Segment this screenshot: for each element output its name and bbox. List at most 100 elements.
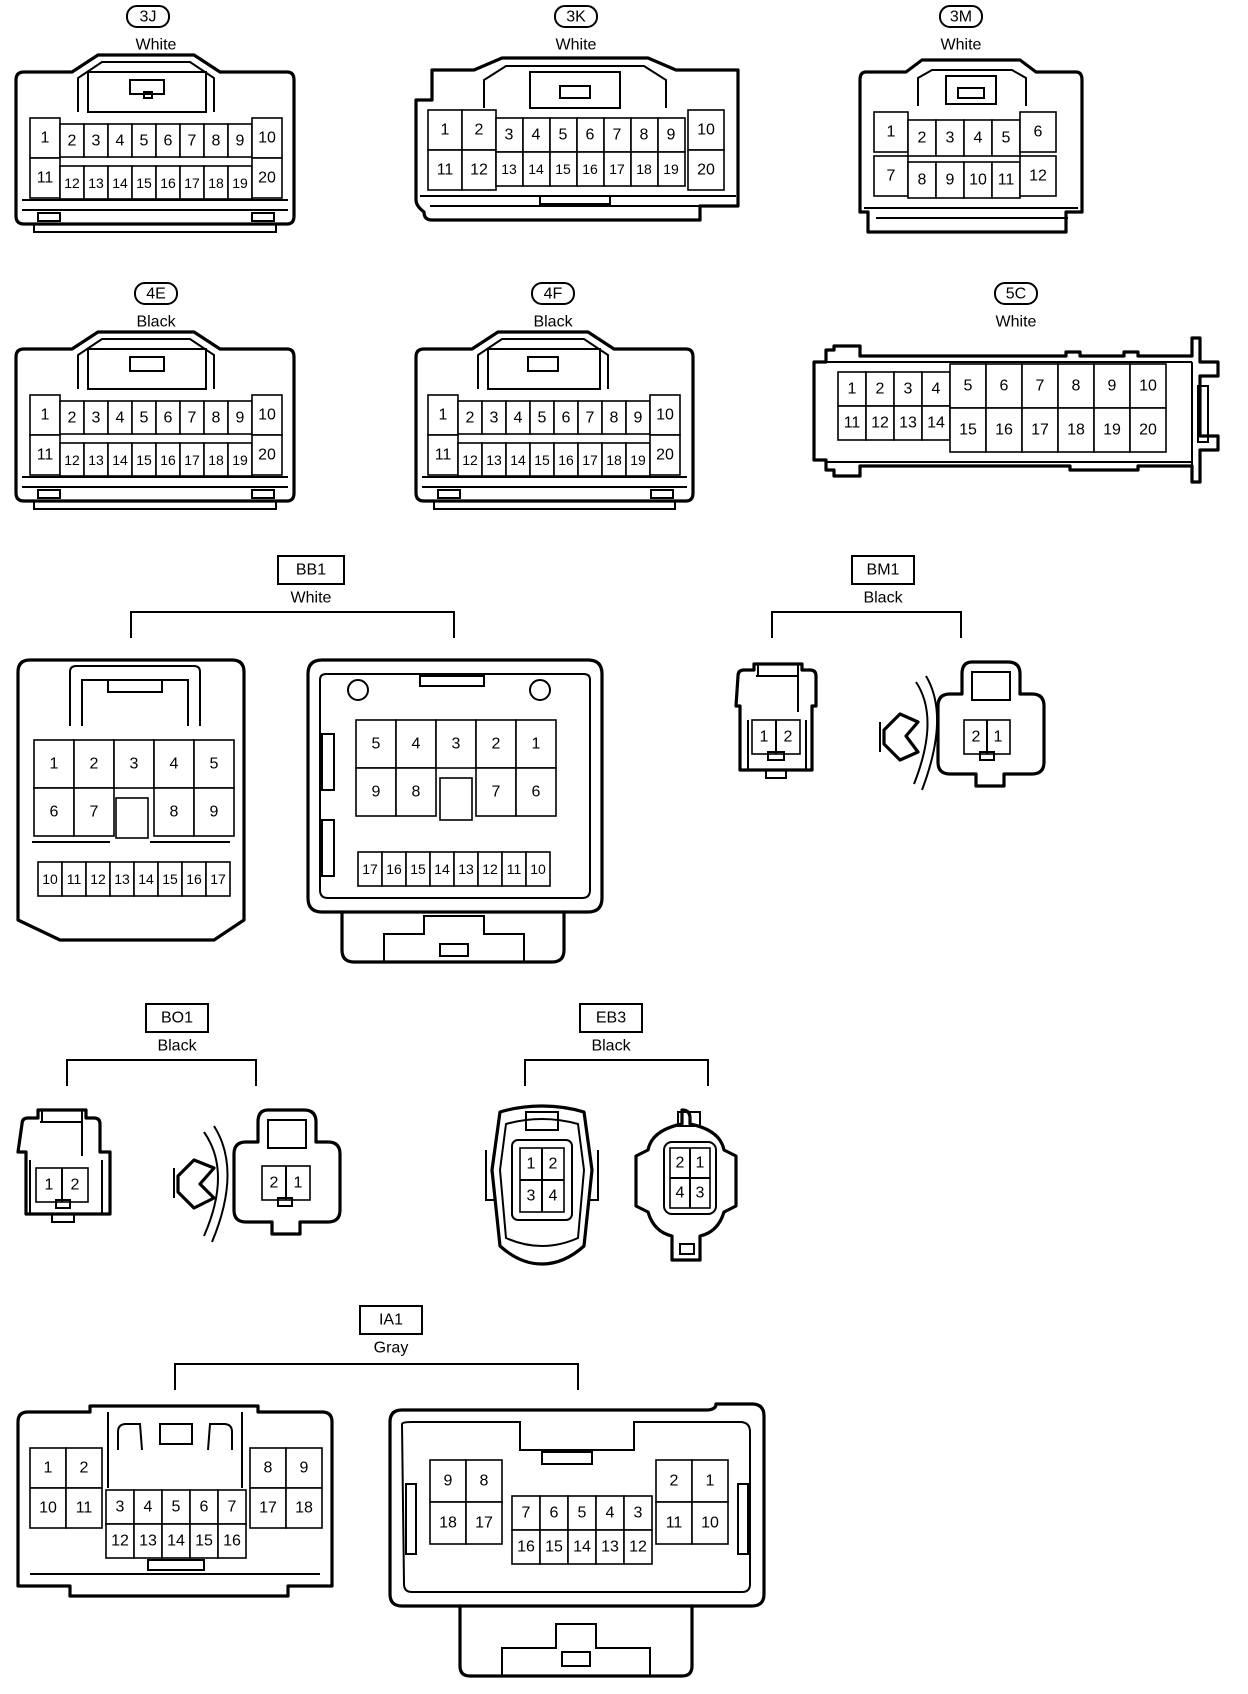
- pin-number: 15: [136, 452, 152, 468]
- connector-outline: [69, 665, 201, 726]
- connector-outline: [765, 769, 787, 779]
- pin-number: 6: [532, 784, 541, 801]
- pin-number: 4: [144, 1499, 153, 1516]
- pin-number: 15: [534, 452, 550, 468]
- pin-cell: [107, 400, 133, 435]
- connector-outline: [16, 1404, 334, 1598]
- pin-cell: [155, 165, 181, 200]
- pin-cell: [985, 363, 1023, 409]
- pin-cell: [893, 405, 923, 441]
- pin-number: 19: [663, 161, 679, 177]
- pin-number: 9: [1108, 378, 1117, 395]
- pin-number: 4: [549, 1188, 558, 1205]
- connector-outline: [277, 555, 345, 585]
- pin-number: 2: [475, 122, 484, 139]
- pin-number: 7: [188, 410, 197, 427]
- pin-number: 16: [186, 871, 202, 887]
- pin-cell: [179, 123, 205, 158]
- pin-cell: [435, 719, 477, 769]
- connector-outline: [414, 56, 740, 222]
- pin-number: 16: [386, 861, 402, 877]
- pin-cell: [477, 851, 503, 887]
- pin-number: 11: [76, 1500, 93, 1517]
- pin-cell: [61, 861, 87, 897]
- pin-grid: 1 11 2 3 4 5 6 7 8 9 12 13 14 15 16 17 1…: [29, 394, 283, 477]
- pin-number: 8: [212, 410, 221, 427]
- connector-outline: [882, 712, 920, 762]
- pin-number: 1: [887, 124, 896, 141]
- pin-number: 8: [610, 410, 619, 427]
- pin-number: 5: [372, 736, 381, 753]
- pin-number: 3: [452, 736, 461, 753]
- connector-color: White: [996, 314, 1037, 331]
- connector-outline: [767, 751, 785, 761]
- pin-grid: 5 4 3 2 1 9 8 7 6 17 16 15 14 13 12 11 1…: [355, 719, 557, 887]
- connector-outline: [737, 1483, 749, 1555]
- pin-grid: 1 11 2 3 4 5 6 7 8 9 12 13 14 15 16 17 1…: [427, 394, 681, 477]
- pin-number: 18: [1067, 422, 1085, 439]
- pin-number: 11: [435, 447, 452, 464]
- pin-number: 1: [848, 381, 857, 398]
- connector-outline: [670, 1148, 710, 1208]
- pin-cell: [505, 442, 531, 477]
- connector-id: 4E: [146, 286, 166, 303]
- pin-cell: [131, 400, 157, 435]
- connector-outline: [419, 675, 485, 687]
- pin-cell: [105, 1523, 135, 1559]
- connector-outline: [388, 1402, 766, 1608]
- pin-number: 1: [994, 729, 1003, 746]
- pin-cell: [395, 767, 437, 817]
- pin-number: 12: [470, 162, 488, 179]
- connector-outline: [414, 330, 695, 503]
- connector-outline: [531, 282, 575, 305]
- connector-id: 3M: [950, 9, 972, 26]
- pin-cell: [65, 1487, 103, 1529]
- pin-cell: [907, 119, 937, 157]
- pin-number: 5: [964, 378, 973, 395]
- pin-number: 12: [1029, 168, 1047, 185]
- pin-number: 6: [550, 1505, 559, 1522]
- pin-cell: [251, 117, 283, 159]
- pin-cell: [539, 1529, 569, 1565]
- pin-grid: 1 2 3 4 5 6 7 8 9 10 11 12 13 14 15 16 1…: [33, 739, 235, 897]
- pin-cell: [153, 787, 195, 837]
- pin-cell: [553, 442, 579, 477]
- pin-cell: [691, 1459, 729, 1503]
- connector-outline: [524, 1059, 709, 1086]
- pin-number: 13: [139, 1533, 157, 1550]
- pin-number: 14: [573, 1539, 591, 1556]
- pin-number: 8: [480, 1473, 489, 1490]
- pin-number: 1: [45, 1177, 54, 1194]
- connector-color: White: [136, 37, 177, 54]
- pin-cell: [1129, 407, 1167, 453]
- pin-number: 18: [606, 452, 622, 468]
- pin-cell: [649, 434, 681, 476]
- connector-outline: [321, 819, 335, 877]
- connector-outline: [129, 79, 165, 95]
- pin-cell: [395, 719, 437, 769]
- pin-cell: [465, 1501, 503, 1545]
- pin-number: 13: [501, 161, 517, 177]
- pin-number: 13: [601, 1539, 619, 1556]
- pin-cell: [157, 861, 183, 897]
- pin-number: 4: [676, 1185, 685, 1202]
- connector-outline: [747, 664, 807, 770]
- pin-cell: [475, 767, 517, 817]
- pin-cell: [65, 1447, 103, 1489]
- pin-cell: [189, 1523, 219, 1559]
- pin-number: 3: [130, 756, 139, 773]
- connector-outline: [679, 1243, 695, 1255]
- connector-outline: [945, 75, 997, 105]
- pin-cell: [251, 434, 283, 476]
- pin-cell: [193, 787, 235, 837]
- connector-outline: [267, 1119, 307, 1149]
- pin-cell: [59, 123, 85, 158]
- pin-cell: [161, 1523, 191, 1559]
- pin-number: 14: [138, 871, 154, 887]
- pin-number: 19: [1103, 422, 1121, 439]
- pin-cell: [865, 405, 895, 441]
- pin-number: 3: [904, 381, 913, 398]
- connector-outline: [525, 1111, 559, 1131]
- pin-number: 12: [482, 861, 498, 877]
